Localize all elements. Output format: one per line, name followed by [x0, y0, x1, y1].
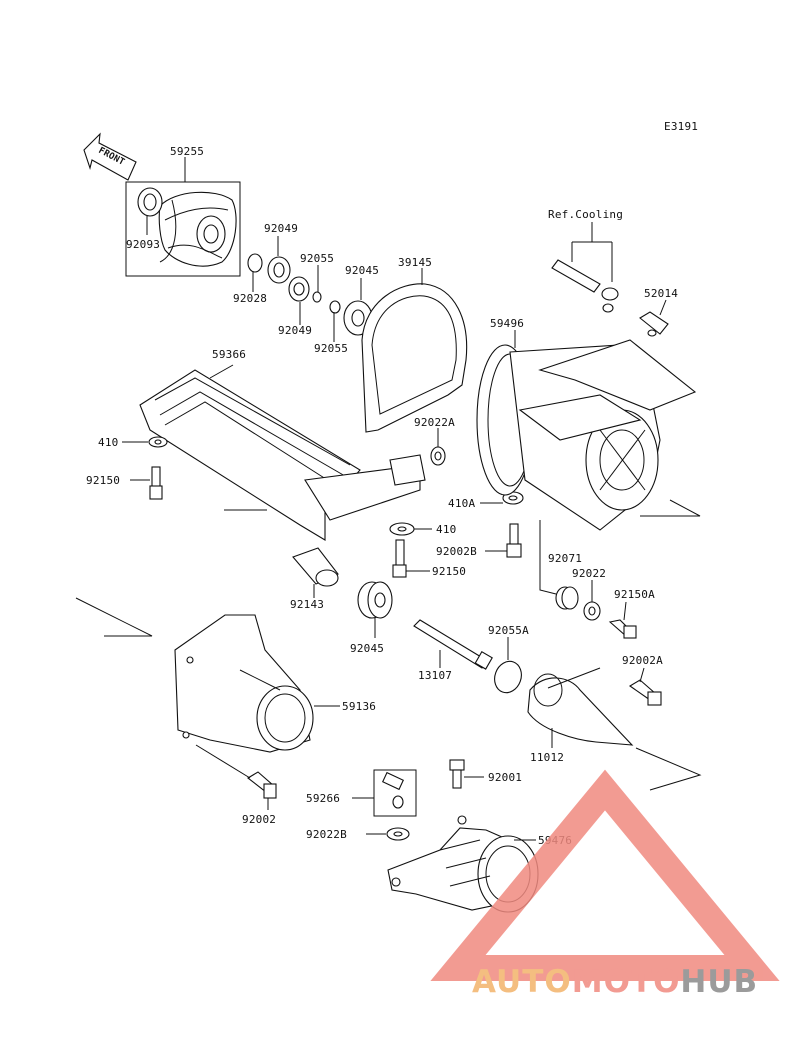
washer-92022 [583, 580, 601, 621]
bolt-92001 [449, 759, 484, 789]
bolt-92150A [608, 601, 637, 639]
label-59366: 59366 [212, 348, 246, 361]
cooling-hose [551, 222, 619, 313]
label-410-a: 410 [98, 436, 118, 449]
bolt-92150-mid [392, 539, 430, 578]
svg-text:AUTOMOTOHUB: AUTOMOTOHUB [472, 964, 758, 1000]
bolt-92002B [485, 523, 522, 558]
label-59266: 59266 [306, 792, 340, 805]
diagram-code: E3191 [664, 120, 698, 133]
label-92055-b: 92055 [314, 342, 348, 355]
brand-moto: MOTO [572, 964, 681, 1000]
pump-base [139, 364, 426, 541]
label-92045-b: 92045 [350, 642, 384, 655]
label-59496: 59496 [490, 317, 524, 330]
front-arrow-icon: FRONT [83, 132, 137, 181]
brand-auto: AUTO [472, 964, 572, 1000]
label-92049-b: 92049 [278, 324, 312, 337]
label-92055A: 92055A [488, 624, 529, 637]
label-92150-b: 92150 [432, 565, 466, 578]
brand-hub: HUB [680, 964, 758, 1000]
label-13107: 13107 [418, 669, 452, 682]
nozzle-59136 [75, 597, 340, 753]
shaft-13107 [413, 619, 493, 670]
label-92143: 92143 [290, 598, 324, 611]
sleeve-92143 [224, 509, 339, 598]
label-92150-a: 92150 [86, 474, 120, 487]
part-92071 [539, 520, 579, 610]
fitting-59266 [352, 769, 417, 817]
label-92002: 92002 [242, 813, 276, 826]
washer-410-left [122, 436, 168, 448]
label-92002A: 92002A [622, 654, 663, 667]
label-59255: 59255 [170, 145, 204, 158]
label-92055-a: 92055 [300, 252, 334, 265]
label-92002B: 92002B [436, 545, 477, 558]
label-92022B: 92022B [306, 828, 347, 841]
label-59136: 59136 [342, 700, 376, 713]
bolt-92002A [628, 667, 662, 706]
cover-plate [361, 268, 468, 433]
label-410A: 410A [448, 497, 475, 510]
label-92150A: 92150A [614, 588, 655, 601]
label-92045-a: 92045 [345, 264, 379, 277]
label-92049-a: 92049 [264, 222, 298, 235]
fitting-52014 [639, 299, 669, 337]
washer-92022A [430, 428, 446, 466]
oring-92055A [494, 637, 522, 694]
cone-11012 [527, 667, 702, 791]
bolt-92002 [195, 744, 277, 810]
label-52014: 52014 [644, 287, 678, 300]
label-92022: 92022 [572, 567, 606, 580]
label-11012: 11012 [530, 751, 564, 764]
label-39145: 39145 [398, 256, 432, 269]
label-92001: 92001 [488, 771, 522, 784]
ref-cooling: Ref.Cooling [548, 208, 623, 221]
label-92028: 92028 [233, 292, 267, 305]
bolt-92150-left [130, 466, 163, 500]
pump-case [476, 330, 701, 531]
washer-410-mid [389, 522, 432, 536]
washer-92022B [366, 827, 410, 841]
label-92022A: 92022A [414, 416, 455, 429]
label-92093: 92093 [126, 238, 160, 251]
seal-chain [247, 236, 373, 342]
label-92071: 92071 [548, 552, 582, 565]
label-410-b: 410 [436, 523, 456, 536]
bearing-92045-b [357, 581, 393, 638]
impeller-group [125, 157, 241, 277]
automotohub-logo: AUTOMOTOHUB [430, 769, 780, 1000]
